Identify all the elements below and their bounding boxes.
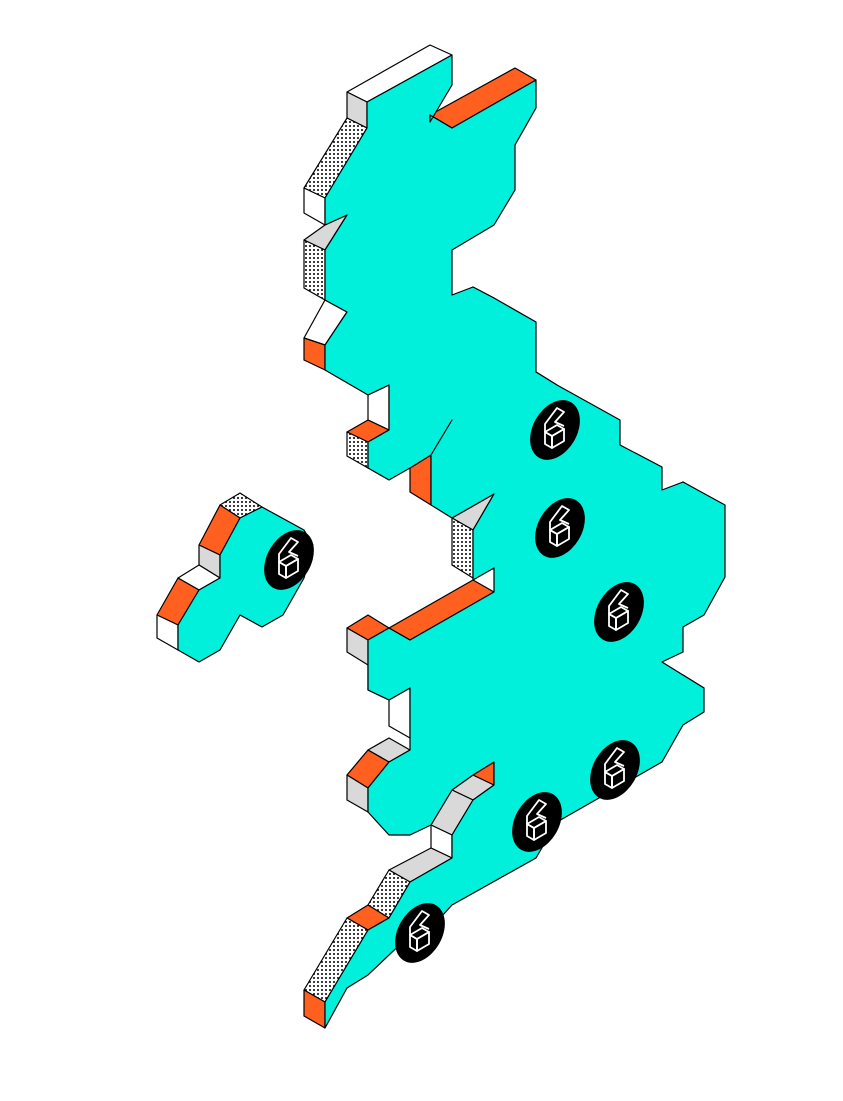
isometric-logo-icon (608, 589, 629, 631)
location-marker[interactable] (520, 391, 590, 468)
isometric-logo-icon (278, 537, 299, 579)
location-marker[interactable] (502, 783, 572, 860)
isometric-logo-icon (526, 799, 547, 841)
location-marker[interactable] (580, 731, 650, 808)
isometric-logo-icon (544, 407, 565, 449)
location-marker[interactable] (584, 573, 654, 650)
location-markers (254, 391, 654, 971)
location-marker[interactable] (254, 521, 324, 598)
great-britain-land (324, 54, 726, 1029)
isometric-logo-icon (549, 505, 570, 547)
isometric-logo-icon (604, 747, 625, 789)
coast-side-faces (156, 44, 705, 1029)
location-marker[interactable] (525, 489, 595, 566)
isometric-logo-icon (409, 910, 430, 952)
location-marker[interactable] (385, 894, 455, 971)
